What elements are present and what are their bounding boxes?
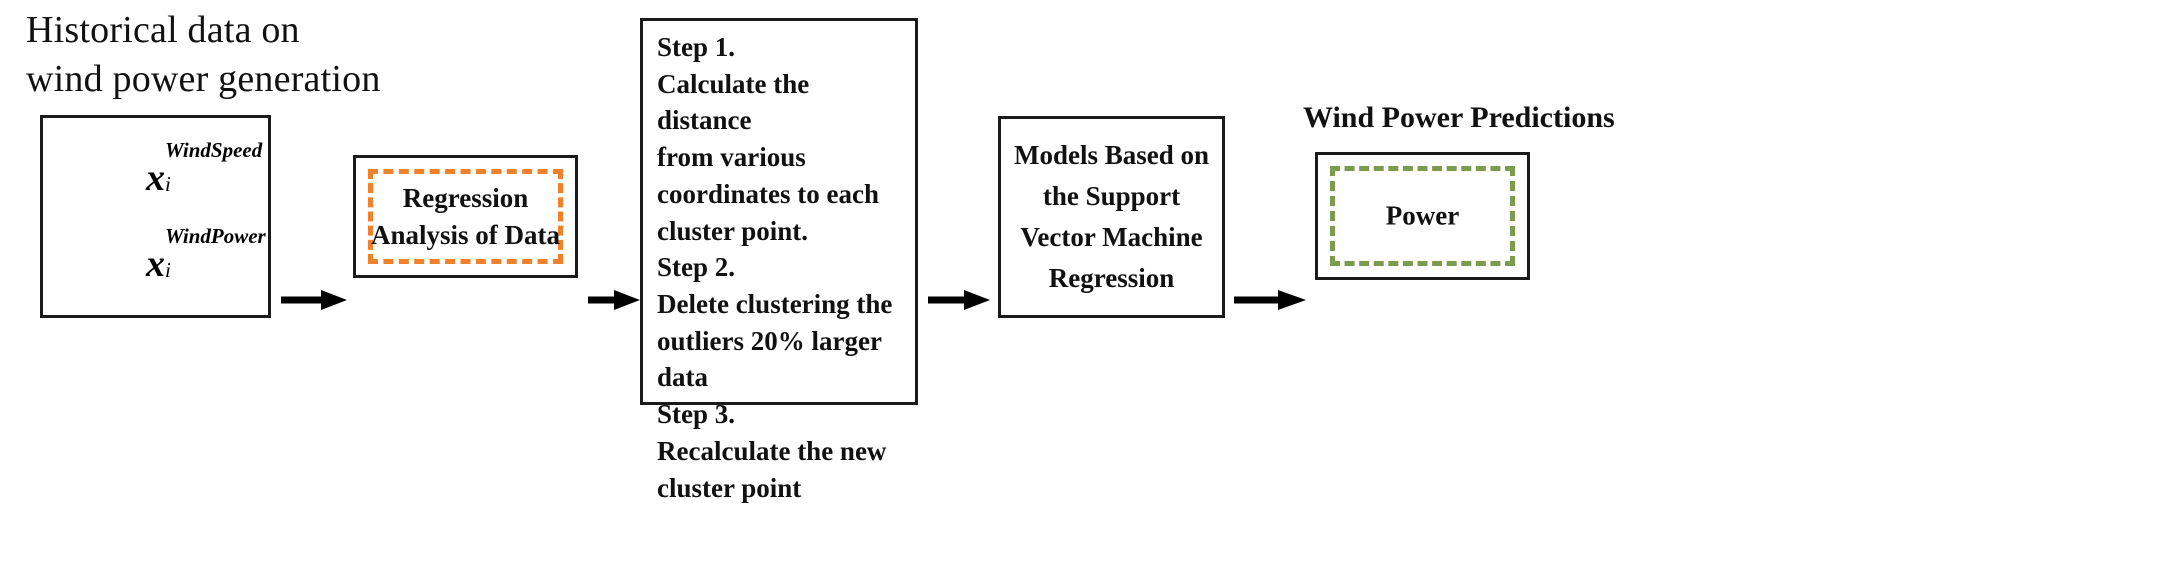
wind-power-output-box: Power — [1315, 152, 1530, 280]
regression-analysis-label: Regression Analysis of Data — [370, 182, 560, 250]
arrow-svm-to-power — [1234, 289, 1306, 311]
svm-model-label: Models Based on the Support Vector Machi… — [1013, 139, 1210, 294]
arrow-regression-to-steps — [588, 289, 640, 311]
variable-base-symbol: x — [146, 157, 165, 199]
power-dashed-highlight — [1330, 166, 1515, 266]
regression-dashed-highlight — [368, 169, 563, 264]
variable-wind-speed: x WindSpeed i — [43, 138, 268, 200]
clustering-steps-text: Step 1. Calculate the distance from vari… — [657, 32, 893, 503]
arrow-steps-to-svm — [928, 289, 990, 311]
svm-model-box: Models Based on the Support Vector Machi… — [998, 116, 1225, 318]
wind-power-predictions-caption: Wind Power Predictions — [1303, 101, 1615, 134]
historical-data-box: x WindSpeed i x WindPower i — [40, 115, 271, 318]
regression-analysis-box: Regression Analysis of Data — [353, 155, 578, 278]
variable-subscript: i — [165, 258, 171, 282]
historical-data-caption: Historical data on wind power generation — [26, 9, 381, 100]
variable-superscript: WindSpeed — [165, 138, 263, 162]
clustering-steps-box: Step 1. Calculate the distance from vari… — [640, 18, 918, 503]
arrow-data-to-regression — [281, 289, 347, 311]
variable-wind-power: x WindPower i — [43, 224, 268, 286]
variable-superscript: WindPower — [165, 224, 266, 248]
variable-base-symbol: x — [146, 243, 165, 285]
power-label: Power — [1385, 200, 1460, 231]
variable-subscript: i — [165, 172, 171, 196]
